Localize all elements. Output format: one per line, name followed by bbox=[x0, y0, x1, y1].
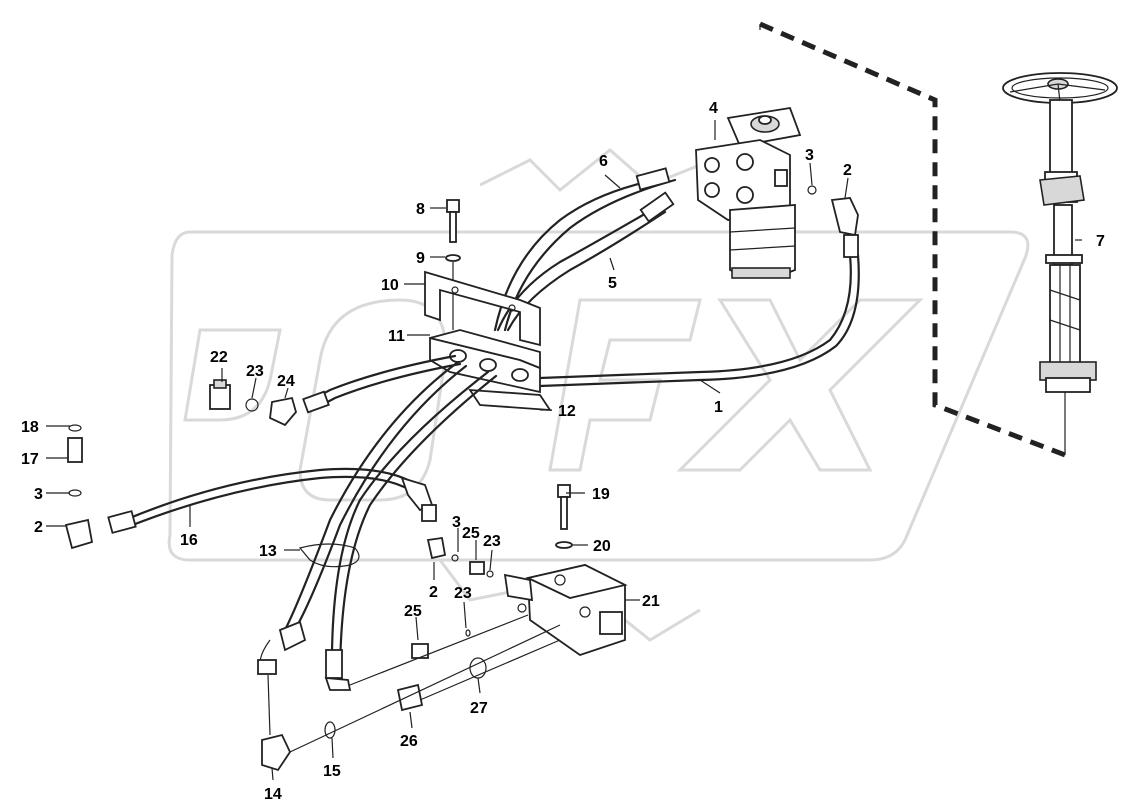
callout-15: 15 bbox=[323, 763, 341, 780]
callout-26: 26 bbox=[400, 733, 418, 750]
callout-2-center: 2 bbox=[429, 584, 438, 601]
callout-23-left: 23 bbox=[246, 363, 264, 380]
priority-valve bbox=[261, 484, 628, 772]
callout-3-center: 3 bbox=[452, 514, 461, 531]
callout-23-lower: 23 bbox=[454, 585, 472, 602]
callout-14: 14 bbox=[264, 786, 282, 803]
callout-3-top: 3 bbox=[805, 147, 814, 164]
steering-unit bbox=[695, 106, 802, 279]
callout-4: 4 bbox=[709, 100, 718, 117]
watermark bbox=[167, 148, 1030, 642]
callout-8: 8 bbox=[416, 201, 425, 218]
callout-1: 1 bbox=[714, 399, 723, 416]
callout-22: 22 bbox=[210, 349, 228, 366]
hose-16 bbox=[64, 424, 437, 550]
callout-10: 10 bbox=[381, 277, 399, 294]
callout-20: 20 bbox=[593, 538, 611, 555]
cab-wall-outline bbox=[759, 21, 1066, 458]
callout-3-left: 3 bbox=[34, 486, 43, 503]
hose-24 bbox=[209, 354, 462, 427]
callout-23-upper: 23 bbox=[483, 533, 501, 550]
bolt-8 bbox=[445, 199, 461, 330]
lower-hoses bbox=[257, 360, 498, 736]
steering-column bbox=[1002, 72, 1118, 455]
callout-11: 11 bbox=[388, 328, 405, 345]
callout-2-elbow-top: 2 bbox=[843, 162, 852, 179]
callout-6: 6 bbox=[599, 153, 608, 170]
leaders bbox=[46, 120, 1082, 781]
callout-5: 5 bbox=[608, 275, 617, 292]
hose-block bbox=[424, 270, 552, 412]
callout-9: 9 bbox=[416, 250, 425, 267]
callout-25-lower: 25 bbox=[404, 603, 422, 620]
clip-13 bbox=[298, 543, 360, 568]
callout-18: 18 bbox=[21, 419, 39, 436]
callout-7: 7 bbox=[1096, 233, 1105, 250]
callout-12: 12 bbox=[558, 403, 576, 420]
callout-16: 16 bbox=[180, 532, 198, 549]
callout-17: 17 bbox=[21, 451, 39, 468]
callout-27: 27 bbox=[470, 700, 488, 717]
callout-13: 13 bbox=[259, 543, 277, 560]
hose-1 bbox=[538, 185, 860, 388]
callout-19: 19 bbox=[592, 486, 610, 503]
callout-24: 24 bbox=[277, 373, 295, 390]
callout-25-upper: 25 bbox=[462, 525, 480, 542]
callout-2-left: 2 bbox=[34, 519, 43, 536]
callout-21: 21 bbox=[642, 593, 660, 610]
